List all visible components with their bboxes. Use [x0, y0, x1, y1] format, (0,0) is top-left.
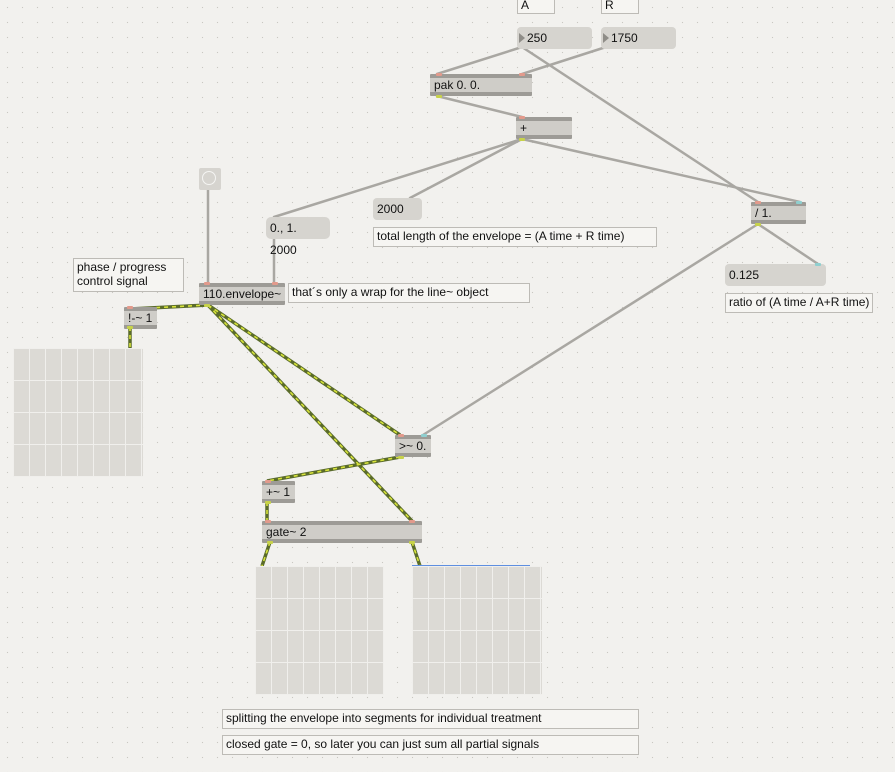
invert-inlet[interactable]: [127, 306, 133, 309]
signal-cord-envelope-to-compare: [207, 304, 401, 436]
comment-a-label: A: [517, 0, 555, 14]
signal-cord-envelope-to-gate: [207, 304, 413, 522]
comment-total-length: total length of the envelope = (A time +…: [373, 227, 657, 247]
signal-cord-gate-right-to-scope: [411, 541, 421, 567]
total-length-number-box[interactable]: 2000: [373, 198, 422, 220]
divide-inlet-right[interactable]: [796, 201, 802, 204]
plus-one-inlet[interactable]: [265, 480, 271, 483]
comment-phase-control: phase / progress control signal: [73, 258, 184, 292]
scope-gate-right[interactable]: [412, 566, 542, 695]
gate-outlet-left[interactable]: [267, 541, 273, 544]
scope-phase-signal[interactable]: [13, 348, 143, 477]
gate-object[interactable]: gate~ 2: [262, 521, 422, 543]
envelope-object[interactable]: 110.envelope~: [199, 283, 285, 305]
compare-inlet-right[interactable]: [421, 434, 427, 437]
add-outlet[interactable]: [519, 138, 525, 141]
ratio-inlet[interactable]: [815, 263, 821, 266]
cord-pak-to-add: [435, 94, 524, 119]
plus-one-object[interactable]: +~ 1: [262, 481, 295, 503]
divide-outlet[interactable]: [755, 223, 761, 226]
gate-outlet-right[interactable]: [409, 541, 415, 544]
cord-divide-to-compare: [421, 222, 760, 437]
invert-outlet[interactable]: [127, 326, 133, 329]
invert-object[interactable]: !-~ 1: [124, 307, 157, 329]
scope-gate-left[interactable]: [255, 566, 384, 695]
envelope-outlet[interactable]: [204, 304, 210, 307]
release-value: 1750: [611, 31, 638, 45]
compare-outlet[interactable]: [398, 456, 404, 459]
cord-divide-to-ratio: [756, 222, 820, 266]
pak-outlet[interactable]: [436, 95, 442, 98]
signal-cord-gate-left-to-scope: [261, 541, 271, 567]
cord-release-to-pak: [520, 45, 608, 76]
divide-object[interactable]: / 1.: [751, 202, 806, 224]
gate-inlet-right[interactable]: [409, 520, 415, 523]
bang-button[interactable]: [199, 168, 221, 190]
compare-inlet-left[interactable]: [398, 434, 404, 437]
cord-attack-to-pak: [435, 45, 524, 76]
cord-add-to-divide-right: [520, 137, 802, 204]
pak-inlet-right[interactable]: [519, 73, 525, 76]
add-inlet[interactable]: [519, 116, 525, 119]
pak-inlet-left[interactable]: [436, 73, 442, 76]
release-number-box[interactable]: 1750: [601, 27, 676, 49]
add-object[interactable]: +: [516, 117, 572, 139]
line-message-box[interactable]: 0., 1. 2000: [266, 217, 330, 257]
comment-splitting: splitting the envelope into segments for…: [222, 709, 639, 729]
plus-one-outlet[interactable]: [265, 501, 271, 504]
envelope-inlet-right[interactable]: [272, 282, 278, 285]
compare-object[interactable]: >~ 0.: [395, 435, 431, 457]
gate-inlet-left[interactable]: [265, 520, 271, 523]
total-length-value: 2000: [377, 202, 404, 216]
comment-closed-gate: closed gate = 0, so later you can just s…: [222, 735, 639, 755]
pak-object[interactable]: pak 0. 0.: [430, 74, 532, 96]
cord-add-to-total: [408, 137, 524, 200]
ratio-number-box[interactable]: 0.125: [725, 264, 826, 286]
comment-r-label: R: [601, 0, 639, 14]
envelope-inlet-left[interactable]: [204, 282, 210, 285]
signal-cord-compare-to-plus: [266, 456, 401, 482]
divide-inlet-left[interactable]: [755, 201, 761, 204]
comment-ratio: ratio of (A time / A+R time): [725, 293, 873, 313]
comment-line-wrap: that´s only a wrap for the line~ object: [288, 283, 530, 303]
attack-number-box[interactable]: 250: [517, 27, 592, 49]
ratio-value: 0.125: [729, 268, 760, 282]
attack-value: 250: [527, 31, 548, 45]
